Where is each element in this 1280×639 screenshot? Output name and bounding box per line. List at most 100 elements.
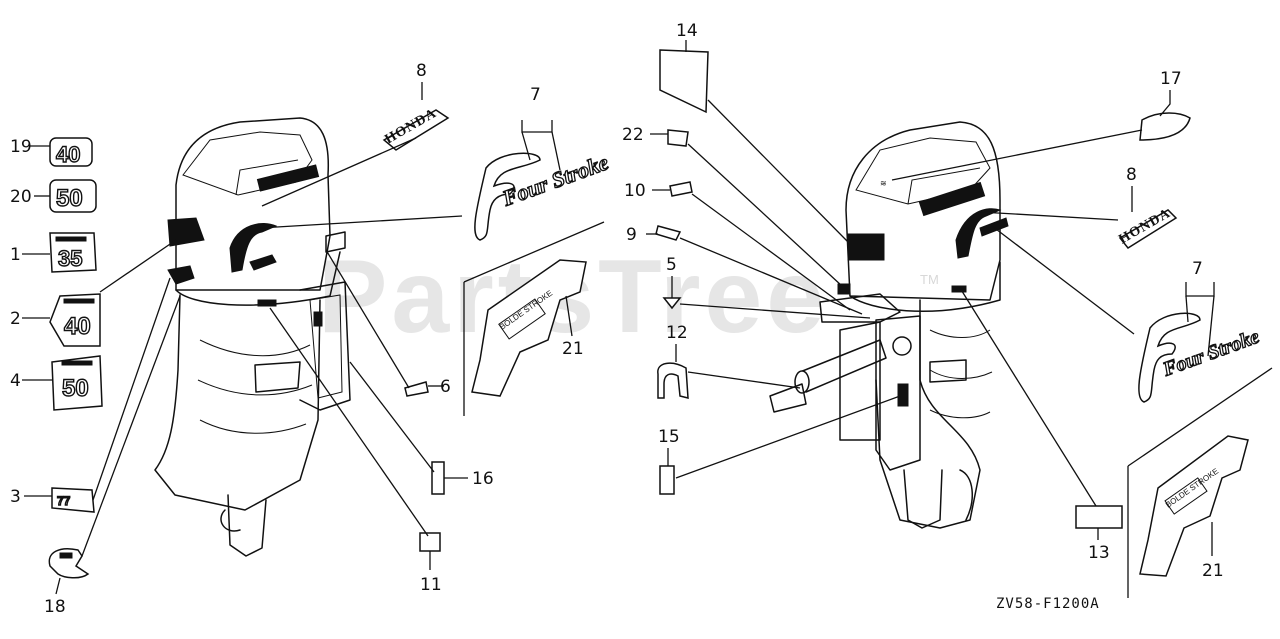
decal-2-badge: [49, 293, 101, 347]
decal-1-badge: [49, 232, 97, 273]
decal-21-top-plate: [471, 259, 587, 397]
decal-19: 40: [49, 137, 93, 168]
callout-labels: 8 7 19 20 1 2 4 3 18 21 6 16 11 14 22 10…: [10, 21, 1224, 617]
decal-12-shape: [657, 362, 689, 399]
decal-18: [48, 548, 90, 579]
leader-9-to-mount: [679, 237, 863, 315]
leader-17-to-cowl: [891, 129, 1143, 181]
right-cowl-band: [849, 261, 1001, 312]
right-leader-lines: [646, 40, 1215, 556]
right-bracket-decal: [897, 383, 909, 407]
right-cowl-top-panel: [855, 137, 991, 205]
leader-8-to-cowl: [261, 137, 417, 207]
callout-12: 12: [666, 323, 688, 343]
leader-6-to-bracket: [325, 249, 410, 389]
decal-21-right-box: [1164, 477, 1208, 515]
decal-1: 35: [49, 232, 97, 273]
callout-2: 2: [10, 309, 21, 329]
leader-7-right-down-2: [1207, 295, 1215, 357]
decal-18-shape: [48, 548, 90, 579]
callout-22: 22: [622, 125, 644, 145]
decal-14-shape: [659, 49, 709, 114]
leader-8-right-to-cowl: [979, 211, 1119, 221]
callout-1: 1: [10, 245, 21, 265]
callout-9: 9: [626, 225, 637, 245]
leader-12-to-tiller: [687, 371, 801, 389]
leader-13-to-band: [959, 287, 1097, 507]
leader-18-to-cowl: [81, 295, 181, 557]
watermark-text: PartsTree: [318, 239, 828, 355]
right-tiller-grip: [794, 370, 810, 394]
callout-16: 16: [472, 469, 494, 489]
right-swivel-bracket: [875, 315, 921, 471]
decal-2-number: 40: [64, 313, 91, 340]
callout-11: 11: [420, 575, 442, 595]
watermark-tm: TM: [920, 272, 939, 287]
right-steering-mount: [819, 293, 901, 323]
right-midsection: [875, 299, 981, 529]
left-band-mark: [257, 299, 277, 307]
right-cowl-emblem: ≋: [880, 179, 887, 188]
leader-7-down-2: [551, 131, 561, 171]
decal-3-badge: [51, 487, 95, 513]
right-midsection-contours: [929, 329, 993, 419]
callout-15: 15: [658, 427, 680, 447]
decal-8-top: HONDA: [383, 106, 450, 151]
left-swivel-bracket: [299, 281, 351, 411]
left-upper-mount: [325, 231, 346, 253]
left-divider: [463, 221, 605, 283]
decal-18-mark: [59, 552, 73, 559]
right-divider: [1127, 367, 1273, 467]
right-lower-unit: [903, 469, 943, 529]
leader-7-bracket: [521, 120, 553, 133]
decal-8-right-brand: HONDA: [1117, 206, 1174, 248]
callout-18: 18: [44, 597, 66, 617]
decal-20: 50: [49, 179, 97, 213]
leader-10-to-mount: [691, 193, 851, 311]
leader-7-right-to-cowl: [991, 225, 1135, 335]
left-cowl-decal-small: [167, 265, 195, 285]
decal-3: 77: [51, 487, 95, 513]
left-cowl-ridge: [235, 159, 299, 196]
decal-11-shape: [419, 532, 441, 552]
decal-4-number: 50: [62, 375, 89, 402]
decal-7-right-f: [1138, 312, 1201, 403]
left-bracket-inner: [309, 294, 343, 399]
left-midsection: [154, 294, 321, 511]
leader-1-to-cowl: [99, 239, 177, 293]
callout-17: 17: [1160, 69, 1182, 89]
decal-6-shape: [404, 381, 429, 397]
leader-7-right-bracket: [1185, 282, 1215, 297]
decal-21-top-box: [498, 298, 546, 340]
decal-8-right-plate: [1118, 209, 1178, 249]
right-outboard-motor: ≋: [769, 121, 1009, 529]
callout-20: 20: [10, 187, 32, 207]
decal-8-right: HONDA: [1117, 206, 1178, 249]
right-transom-clamp: [839, 321, 881, 441]
callout-21-right: 21: [1202, 561, 1224, 581]
callout-13: 13: [1088, 543, 1110, 563]
left-f-logo: [229, 223, 278, 273]
leader-5-to-mount: [679, 303, 871, 319]
leader-22-to-mount: [687, 143, 843, 287]
callout-14: 14: [676, 21, 698, 41]
leader-14-to-cowl: [707, 99, 851, 245]
decal-9-shape: [655, 225, 682, 241]
right-tiller-end: [769, 383, 807, 413]
decal-21-top: BOLDE STROKE: [471, 259, 587, 397]
left-f-logo-accent: [249, 254, 277, 271]
decal-13-shape: [1075, 505, 1123, 529]
leader-16-to-bracket: [349, 361, 435, 473]
decal-1-number: 35: [58, 246, 82, 271]
right-mount-label: [837, 283, 851, 295]
right-f-logo: [955, 208, 1002, 259]
decal-19-badge: [49, 137, 93, 167]
left-leader-lines: [22, 82, 573, 595]
decal-3-number: 77: [57, 494, 71, 508]
decal-2: 40: [49, 293, 101, 347]
decal-1-header: [55, 236, 87, 242]
left-cowl-top-panel: [182, 131, 313, 196]
leader-11-to-band: [269, 307, 429, 537]
